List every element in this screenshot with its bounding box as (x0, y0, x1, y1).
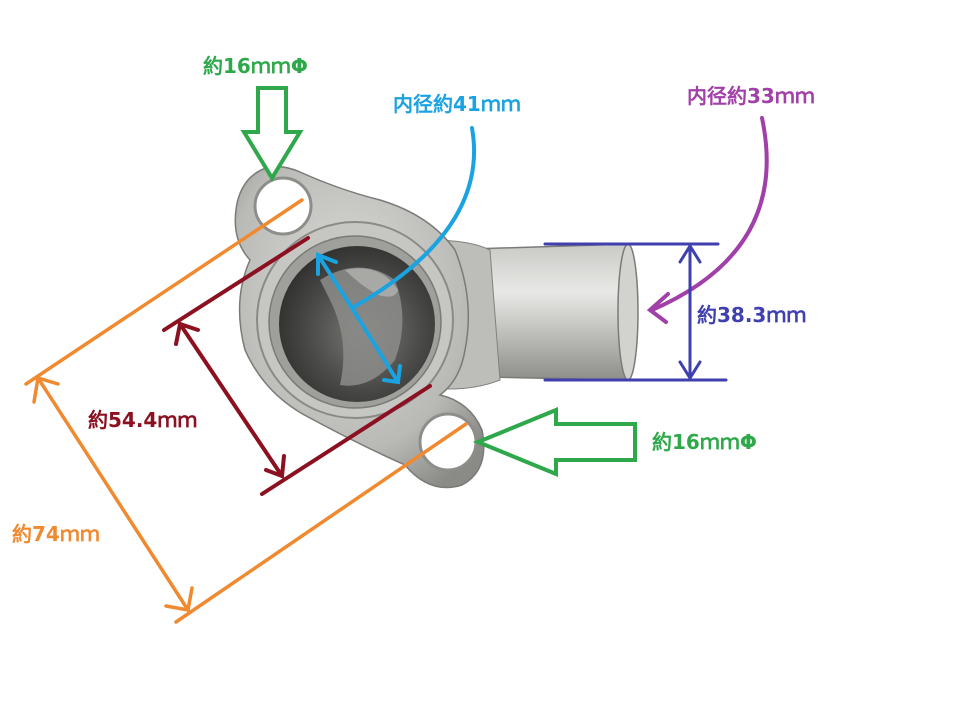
bolt-hole-bottom (418, 412, 478, 472)
inner-diameter-main-line-a (316, 253, 354, 310)
inner-diameter-main-line-b (350, 306, 400, 384)
inner-diameter-pipe-label: 内径約33ｍｍ (687, 84, 815, 108)
hole-spacing-extension-bottom (260, 384, 432, 496)
overall-length-arrowhead-bottom (164, 586, 194, 613)
overall-length-dimension-line (36, 376, 190, 612)
inner-diameter-main-leader (350, 126, 477, 310)
inner-diameter-pipe-leader (650, 116, 769, 312)
overall-length-extension-top (24, 198, 304, 386)
inner-diameter-main-arrowhead-a (316, 252, 338, 276)
hole-spacing-extension-top (162, 236, 310, 332)
hole-spacing-arrowhead-top (174, 321, 200, 346)
pipe-od-arrowhead-bottom (678, 360, 702, 381)
hole-spacing-arrowhead-bottom (264, 454, 286, 479)
hole-spacing-label: 約54.4ｍｍ (88, 408, 198, 432)
overall-length-arrowhead-top (32, 375, 60, 404)
bolt-hole-arrows (240, 86, 637, 477)
inner-diameter-pipe-arrowhead (646, 292, 670, 324)
pipe-outer-diameter-indicator (543, 242, 728, 382)
inner-diameter-main-arrowhead-b (382, 364, 402, 385)
pipe-outer-diameter-label: 約38.3ｍｍ (697, 303, 807, 327)
inner-diameter-main-label: 内径約41ｍｍ (393, 92, 521, 116)
hole-spacing-indicator (162, 236, 432, 496)
pipe-od-arrowhead-top (678, 243, 702, 264)
overall-length-extension-bottom (174, 422, 468, 624)
inner-diameter-pipe-indicator (646, 116, 769, 324)
overall-length-label: 約74ｍｍ (12, 522, 100, 546)
overall-length-indicator (24, 198, 468, 624)
hole-spacing-dimension-line (178, 322, 284, 478)
inner-diameter-main-indicator (316, 126, 477, 385)
bolt-hole-top-arrow (240, 86, 304, 182)
bolt-hole-bottom-label: 約16ｍｍΦ (652, 430, 757, 454)
outlet-pipe-end (617, 243, 639, 381)
bolt-hole-top-label: 約16ｍｍΦ (203, 54, 308, 78)
bolt-hole-bottom-arrow (472, 407, 637, 477)
